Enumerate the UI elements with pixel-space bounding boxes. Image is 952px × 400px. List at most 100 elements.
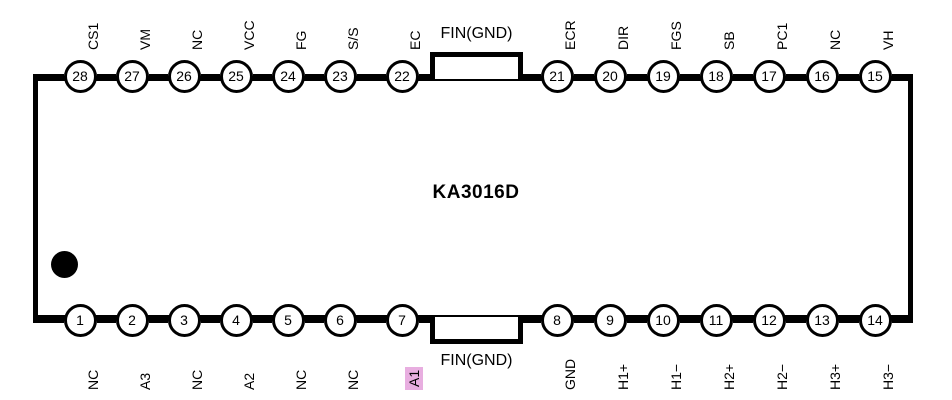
pin-number: 14: [867, 312, 883, 328]
pin-circle-26[interactable]: 26: [167, 59, 201, 93]
pin-lead-line: [96, 73, 116, 79]
pin-label-10: H1−: [668, 363, 684, 390]
pin-lead-line: [356, 317, 386, 323]
pin-circle-13[interactable]: 13: [805, 303, 839, 337]
pin-label-12: H2−: [774, 363, 790, 390]
pin-number: 24: [280, 68, 296, 84]
pin-number: 23: [332, 68, 348, 84]
pin-number: 15: [867, 68, 883, 84]
pin-label-23: S/S: [345, 27, 361, 50]
pin-label-14: H3−: [880, 363, 896, 390]
pin-lead-line: [33, 317, 64, 323]
pin-lead-line: [523, 73, 541, 79]
pin-circle-18[interactable]: 18: [699, 59, 733, 93]
pin-circle-12[interactable]: 12: [752, 303, 786, 337]
pin-number: 8: [553, 312, 561, 328]
pin-circle-20[interactable]: 20: [593, 59, 627, 93]
pin-circle-10[interactable]: 10: [646, 303, 680, 337]
pin-circle-3[interactable]: 3: [167, 303, 201, 337]
pin-lead-line: [418, 317, 430, 323]
pin-number: 3: [180, 312, 188, 328]
pin-number: 13: [814, 312, 830, 328]
pin-number: 20: [602, 68, 618, 84]
heat-tab-label-top: FIN(GND): [440, 25, 513, 42]
pin-circle-22[interactable]: 22: [385, 59, 419, 93]
pin-lead-line: [679, 317, 700, 323]
pin-lead-line: [148, 73, 168, 79]
pin-number: 26: [176, 68, 192, 84]
pin-lead-line: [148, 317, 168, 323]
pin-lead-line: [891, 73, 913, 79]
pin-number: 27: [124, 68, 140, 84]
pin-lead-line: [679, 73, 700, 79]
pin-lead-line: [304, 317, 324, 323]
part-number-label: KA3016D: [432, 182, 520, 203]
pin-lead-line: [785, 73, 806, 79]
pin-number: 7: [398, 312, 406, 328]
pin-label-4: A2: [241, 372, 257, 390]
pin-circle-11[interactable]: 11: [699, 303, 733, 337]
heat-tab-bottom: [430, 317, 523, 344]
pin-label-24: FG: [293, 30, 309, 50]
pin-circle-5[interactable]: 5: [271, 303, 305, 337]
pin-label-17: PC1: [774, 22, 790, 50]
pin-circle-6[interactable]: 6: [323, 303, 357, 337]
pin-lead-line: [252, 317, 272, 323]
pin-circle-23[interactable]: 23: [323, 59, 357, 93]
pin-number: 11: [708, 312, 724, 328]
pin-circle-21[interactable]: 21: [540, 59, 574, 93]
pin-label-5: NC: [293, 369, 309, 390]
pin-circle-7[interactable]: 7: [385, 303, 419, 337]
pin-circle-8[interactable]: 8: [540, 303, 574, 337]
pin-label-20: DIR: [615, 25, 631, 50]
pin-circle-27[interactable]: 27: [115, 59, 149, 93]
pin-circle-15[interactable]: 15: [858, 59, 892, 93]
pin-label-26: NC: [189, 29, 205, 50]
pin-lead-line: [573, 73, 594, 79]
pin-lead-line: [96, 317, 116, 323]
pin-circle-19[interactable]: 19: [646, 59, 680, 93]
pin-number: 21: [549, 68, 565, 84]
pin-label-27: VM: [137, 29, 153, 50]
pin-label-1: NC: [85, 369, 101, 390]
pin-lead-line: [200, 317, 220, 323]
pin-label-18: SB: [721, 31, 737, 50]
pin-circle-25[interactable]: 25: [219, 59, 253, 93]
pin-label-9: H1+: [615, 363, 631, 390]
pin-lead-line: [732, 73, 753, 79]
pin-number: 16: [814, 68, 830, 84]
pin-number: 19: [655, 68, 671, 84]
pin-number: 6: [336, 312, 344, 328]
pin-number: 28: [72, 68, 88, 84]
pin-number: 2: [128, 312, 136, 328]
pin-number: 18: [708, 68, 724, 84]
pin-label-13: H3+: [827, 363, 843, 390]
pin-lead-line: [732, 317, 753, 323]
pin-circle-2[interactable]: 2: [115, 303, 149, 337]
pin-lead-line: [838, 73, 859, 79]
pin-lead-line: [523, 317, 541, 323]
pin-circle-28[interactable]: 28: [63, 59, 97, 93]
pin1-orientation-dot: [51, 251, 78, 278]
pin-number: 25: [228, 68, 244, 84]
pin-label-19: FGS: [668, 21, 684, 50]
pin-lead-line: [891, 317, 913, 323]
pin-number: 5: [284, 312, 292, 328]
pin-circle-9[interactable]: 9: [593, 303, 627, 337]
pin-number: 4: [232, 312, 240, 328]
pin-lead-line: [626, 317, 647, 323]
pin-lead-line: [418, 73, 430, 79]
pin-number: 17: [761, 68, 777, 84]
pin-circle-24[interactable]: 24: [271, 59, 305, 93]
pin-circle-17[interactable]: 17: [752, 59, 786, 93]
pin-circle-4[interactable]: 4: [219, 303, 253, 337]
pin-label-15: VH: [880, 30, 896, 50]
pin-label-21: ECR: [562, 20, 578, 50]
pin-circle-14[interactable]: 14: [858, 303, 892, 337]
pin-number: 22: [394, 68, 410, 84]
pin-circle-16[interactable]: 16: [805, 59, 839, 93]
pin-number: 1: [76, 312, 84, 328]
pin-circle-1[interactable]: 1: [63, 303, 97, 337]
pin-lead-line: [304, 73, 324, 79]
